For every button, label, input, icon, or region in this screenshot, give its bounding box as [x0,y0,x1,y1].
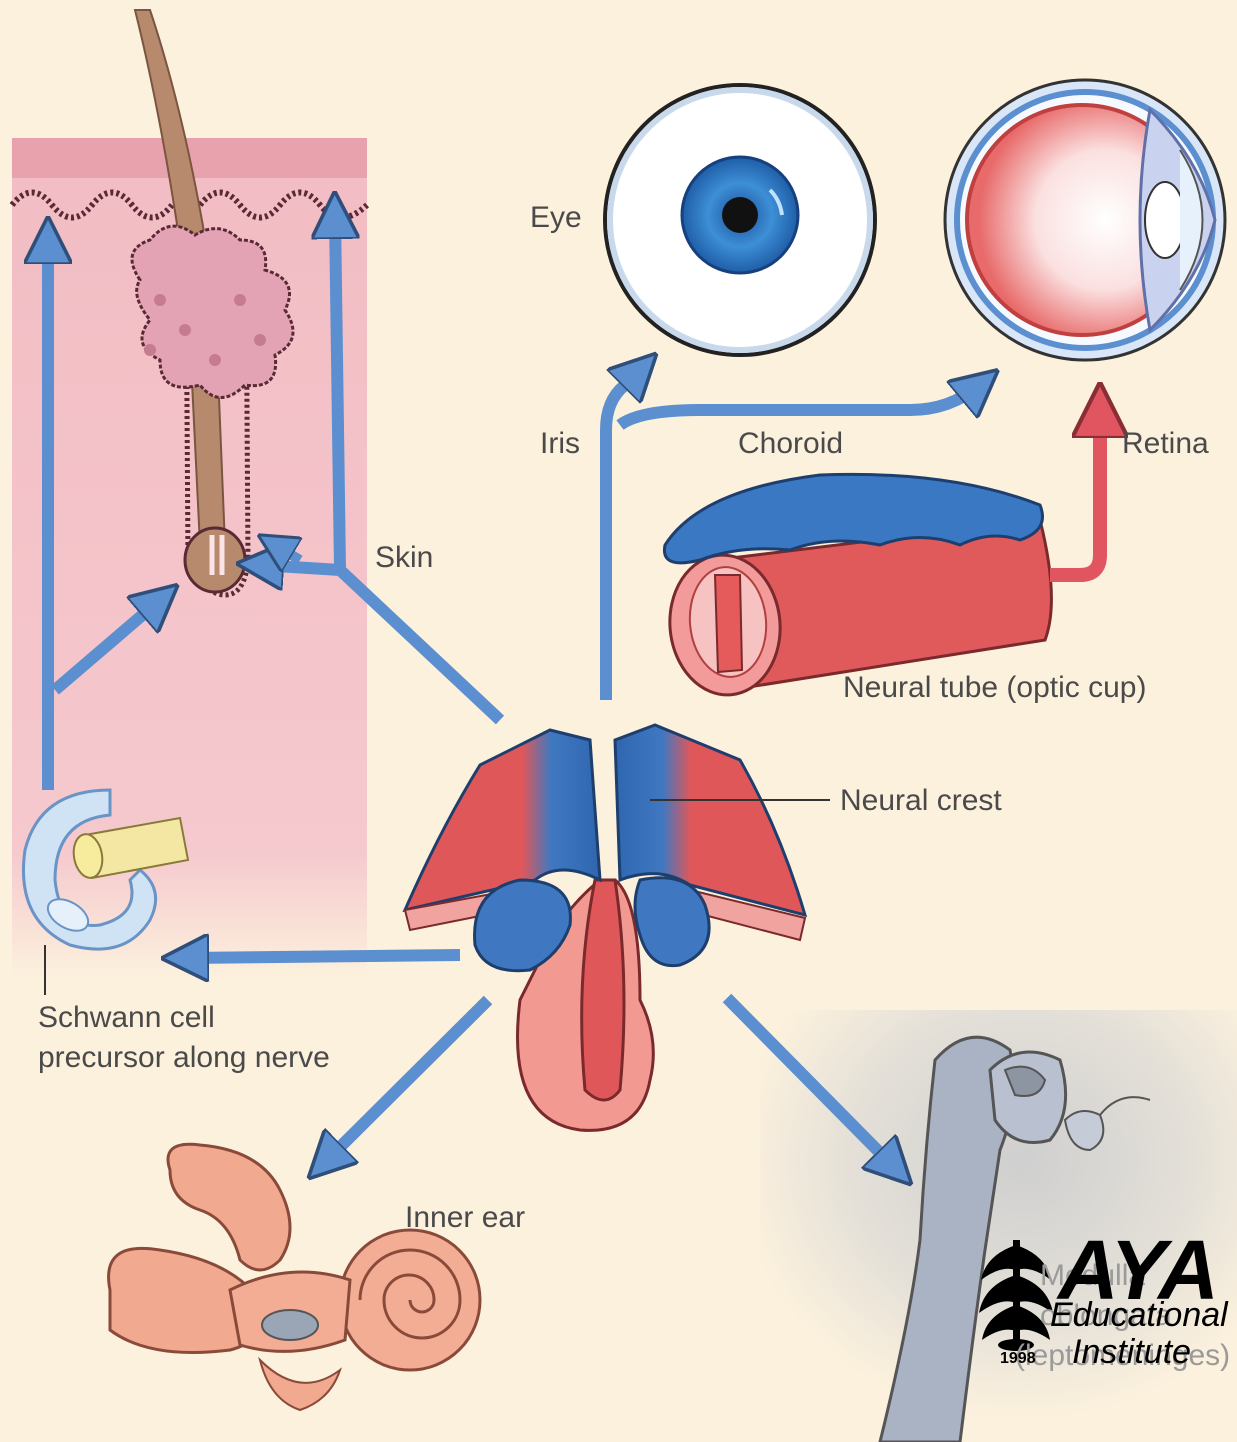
arrow-skin-up [335,215,340,570]
label-neural-tube: Neural tube (optic cup) [843,670,1147,706]
label-iris: Iris [540,426,580,462]
label-choroid: Choroid [738,426,843,462]
eye-section-illustration [945,80,1225,360]
arrow-to-schwann [185,955,460,958]
label-skin: Skin [375,540,433,576]
neural-tube-illustration [664,474,1051,699]
arrow-to-choroid [620,385,980,425]
logo-line2: Institute [1072,1333,1191,1372]
label-eye: Eye [530,200,582,236]
retina-arrow [1050,410,1100,575]
logo-year: 1998 [1000,1350,1036,1368]
label-schwann-line2: precursor along nerve [38,1040,330,1076]
arrow-to-inner-ear [325,1000,488,1162]
label-retina: Retina [1122,426,1209,462]
logo-line1: Educational [1050,1296,1228,1335]
label-inner-ear: Inner ear [405,1200,525,1236]
label-schwann-line1: Schwann cell [38,1000,215,1036]
eye-front-illustration [605,85,875,355]
label-neural-crest: Neural crest [840,783,1002,819]
inner-ear-illustration [109,1144,480,1410]
